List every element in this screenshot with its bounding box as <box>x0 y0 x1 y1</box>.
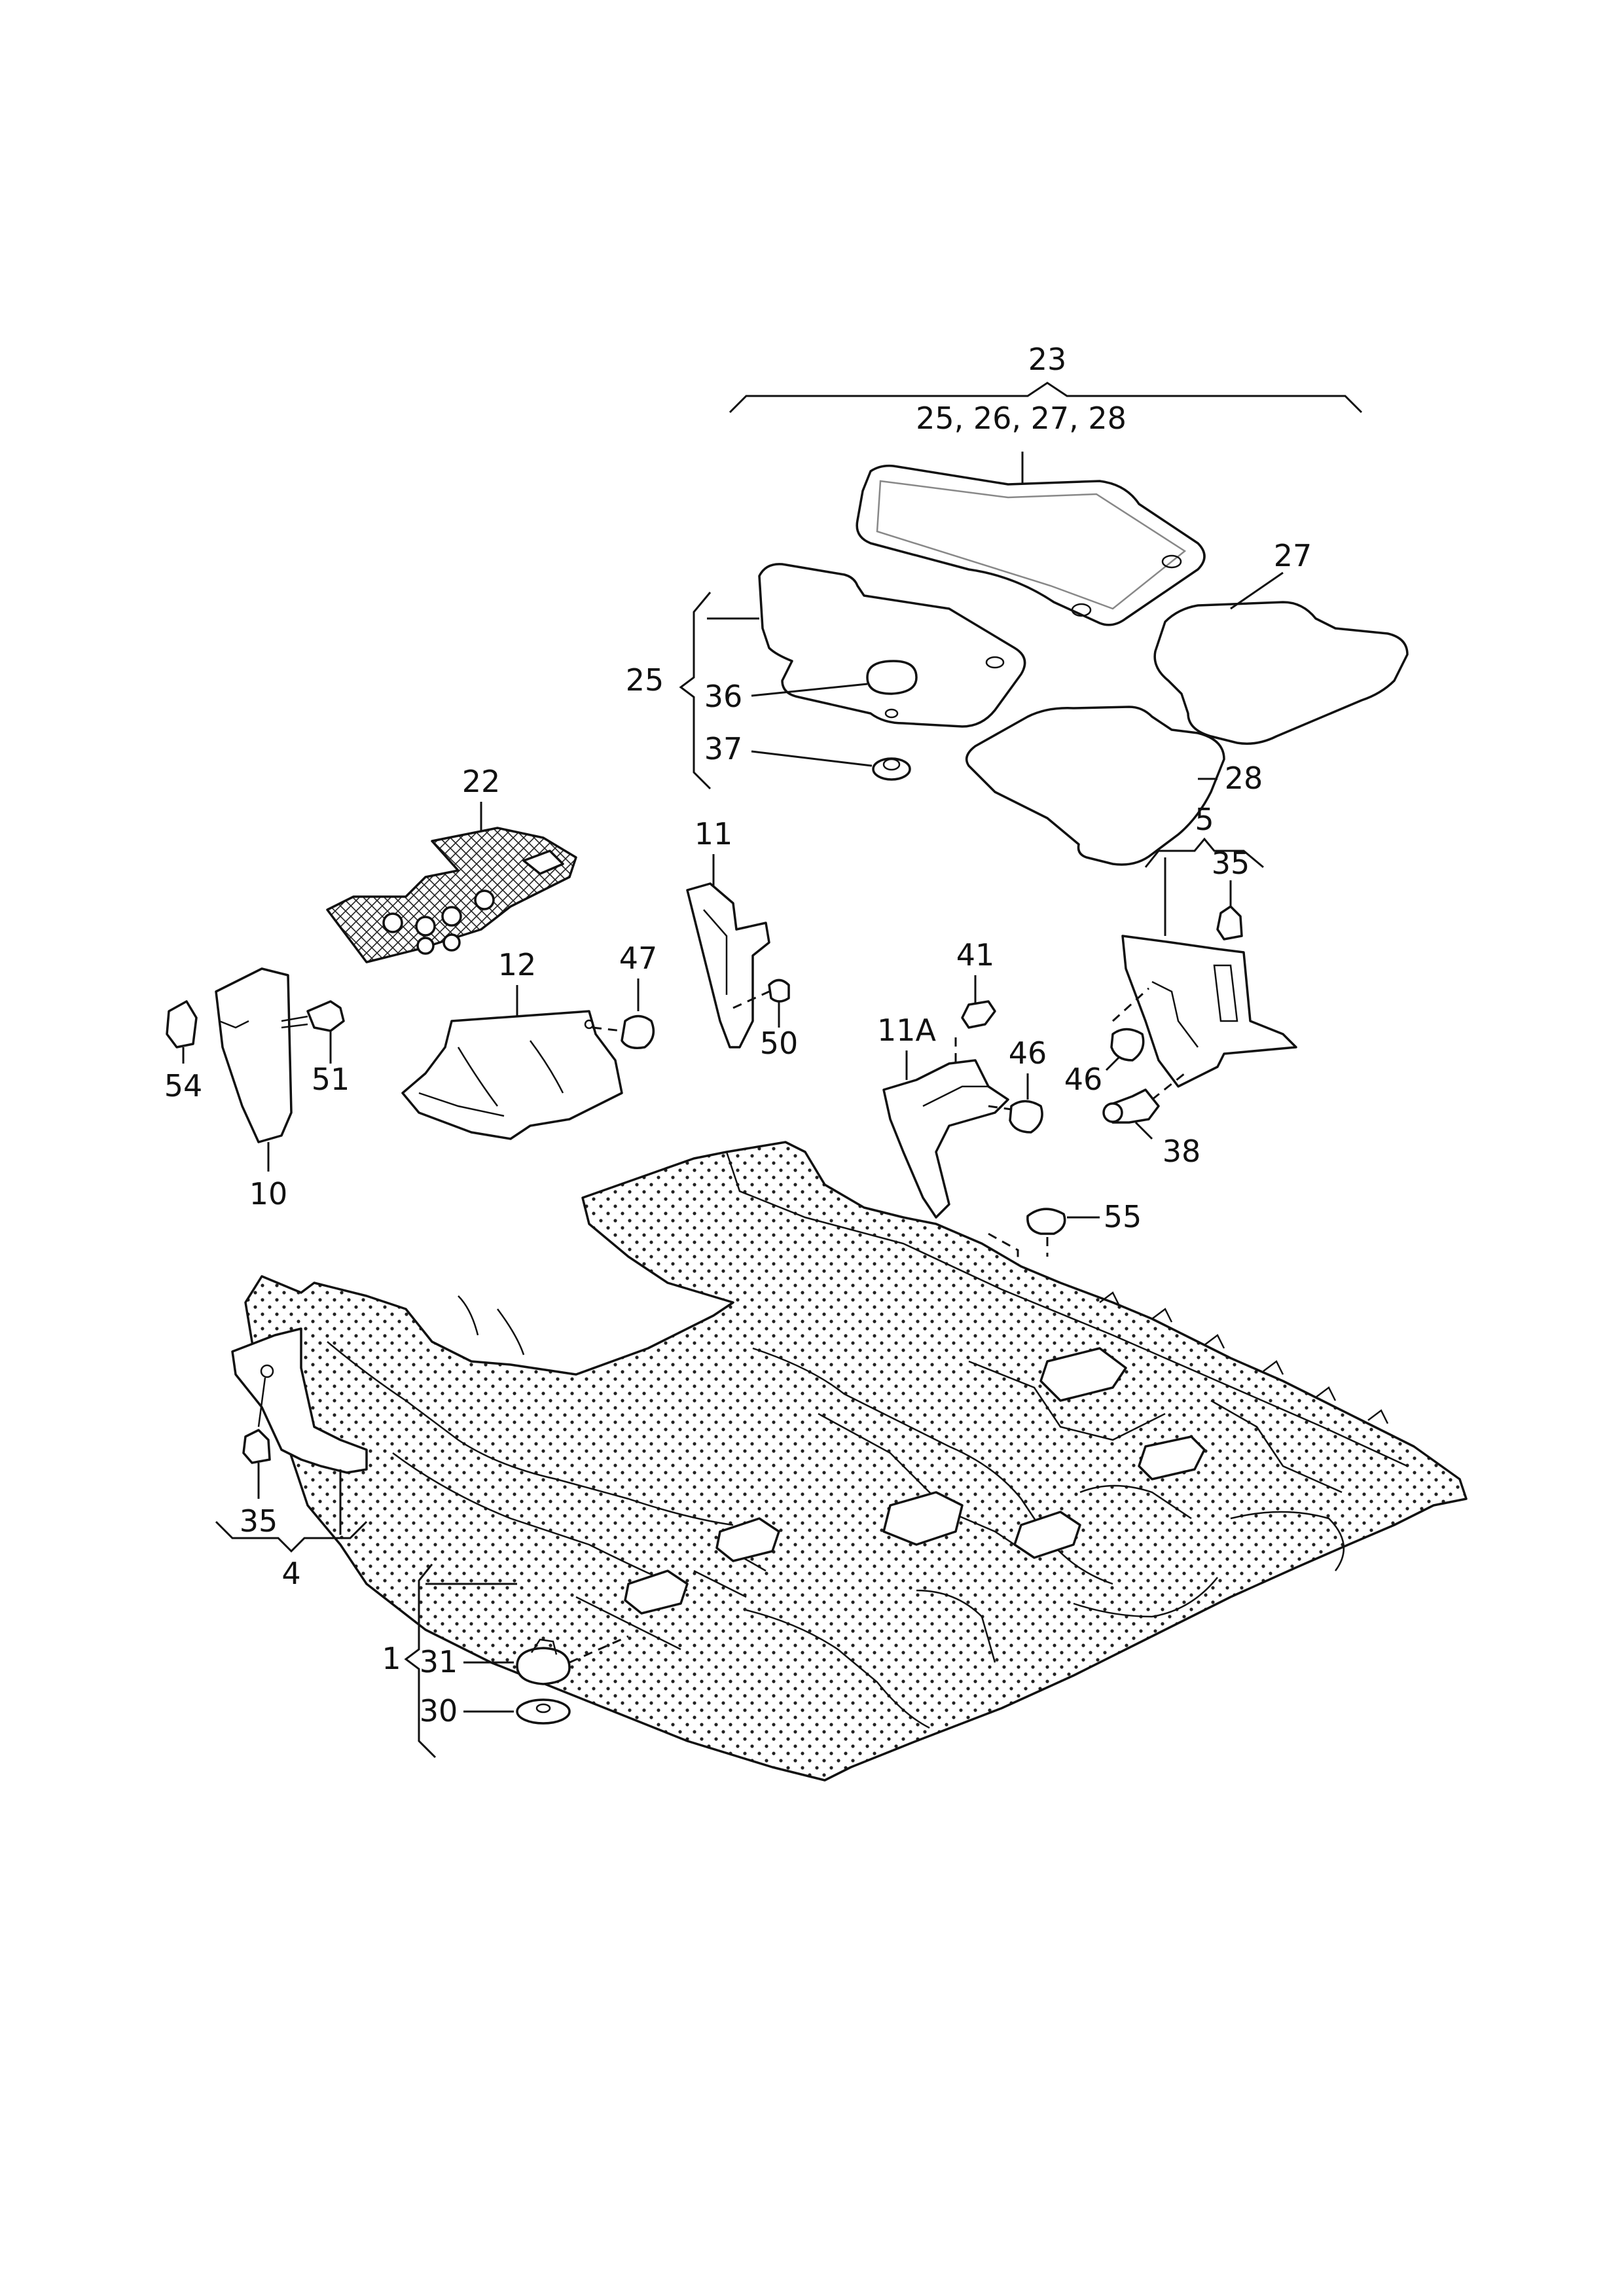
label-25-26-27-28: 25, 26, 27, 28 <box>916 401 1127 436</box>
mat-fixing-hole <box>1071 603 1092 617</box>
label-46-right: 46 <box>1064 1062 1103 1097</box>
label-27: 27 <box>1274 538 1312 573</box>
rear-right-floor-mat[interactable] <box>1153 601 1409 745</box>
label-51: 51 <box>312 1062 350 1097</box>
label-10: 10 <box>249 1176 288 1211</box>
label-12: 12 <box>498 947 537 982</box>
plug-46-center[interactable] <box>1009 1100 1043 1134</box>
leader-36 <box>751 683 868 697</box>
main-floor-carpet-1[interactable] <box>244 1141 1468 1782</box>
main-floor-carpet-group <box>244 1141 1468 1782</box>
trim-panel-5[interactable] <box>1121 935 1297 1088</box>
front-right-floor-mat[interactable] <box>758 563 1026 728</box>
bracket-1 <box>404 1564 437 1759</box>
bracket-23 <box>729 382 1363 414</box>
label-4: 4 <box>281 1556 300 1591</box>
label-22: 22 <box>462 764 501 799</box>
clip-41[interactable] <box>961 1000 996 1029</box>
label-38: 38 <box>1163 1134 1201 1169</box>
fastener-31[interactable] <box>516 1647 571 1685</box>
leader-38 <box>1134 1121 1153 1140</box>
label-28: 28 <box>1225 761 1263 796</box>
part-22-group <box>326 802 577 963</box>
bracket-25 <box>679 592 712 790</box>
label-50: 50 <box>760 1026 799 1061</box>
leader-46-right <box>1105 1056 1121 1071</box>
label-41: 41 <box>956 937 995 973</box>
label-35-right: 35 <box>1212 846 1250 881</box>
part-5-group <box>1102 837 1297 1140</box>
part-10-group <box>166 967 345 1172</box>
label-5: 5 <box>1195 802 1214 837</box>
mat-fixing-hole <box>985 656 1005 669</box>
leader-27 <box>1230 571 1284 610</box>
tunnel-insulation-12[interactable] <box>401 1010 623 1140</box>
label-37: 37 <box>704 731 743 766</box>
bracket-5 <box>1144 837 1264 869</box>
label-23: 23 <box>1028 342 1067 377</box>
trim-panel-11a[interactable] <box>882 1059 1009 1219</box>
label-47: 47 <box>619 941 658 976</box>
trim-panel-10[interactable] <box>215 967 293 1143</box>
rear-left-floor-mat[interactable] <box>965 706 1225 866</box>
floor-mat-set-group <box>679 382 1409 866</box>
plug-46-right[interactable] <box>1110 1028 1145 1062</box>
label-11a: 11A <box>877 1013 937 1048</box>
label-11: 11 <box>695 816 733 852</box>
plug-47[interactable] <box>621 1014 655 1049</box>
clip-50[interactable] <box>768 978 790 1003</box>
callout-labels: 23 25, 26, 27, 28 27 25 36 37 28 22 11 5… <box>164 342 1312 1729</box>
part-11a-group <box>882 975 1043 1219</box>
mat-fixing-hole <box>1161 554 1182 569</box>
label-31: 31 <box>420 1644 458 1679</box>
front-left-floor-mat[interactable] <box>856 464 1206 626</box>
label-1: 1 <box>382 1641 401 1676</box>
clip-35-left[interactable] <box>242 1429 271 1464</box>
mat-fastener-top-36[interactable] <box>866 660 918 695</box>
clip-35-right[interactable] <box>1216 905 1243 941</box>
part-4-group <box>215 1327 368 1553</box>
part-12-group <box>401 978 655 1140</box>
leader-37 <box>751 750 873 767</box>
label-54: 54 <box>164 1068 203 1103</box>
label-46-center: 46 <box>1009 1035 1047 1071</box>
trim-panel-11[interactable] <box>686 882 770 1049</box>
label-35-left: 35 <box>240 1503 278 1539</box>
screw-51[interactable] <box>306 1000 345 1032</box>
label-25: 25 <box>626 662 664 698</box>
part-11-group <box>686 854 790 1049</box>
label-55: 55 <box>1104 1199 1142 1234</box>
label-30: 30 <box>420 1693 458 1729</box>
label-36: 36 <box>704 679 743 714</box>
plug-55[interactable] <box>1026 1208 1066 1235</box>
bracket-4 <box>215 1520 368 1553</box>
clip-54[interactable] <box>166 1000 198 1049</box>
